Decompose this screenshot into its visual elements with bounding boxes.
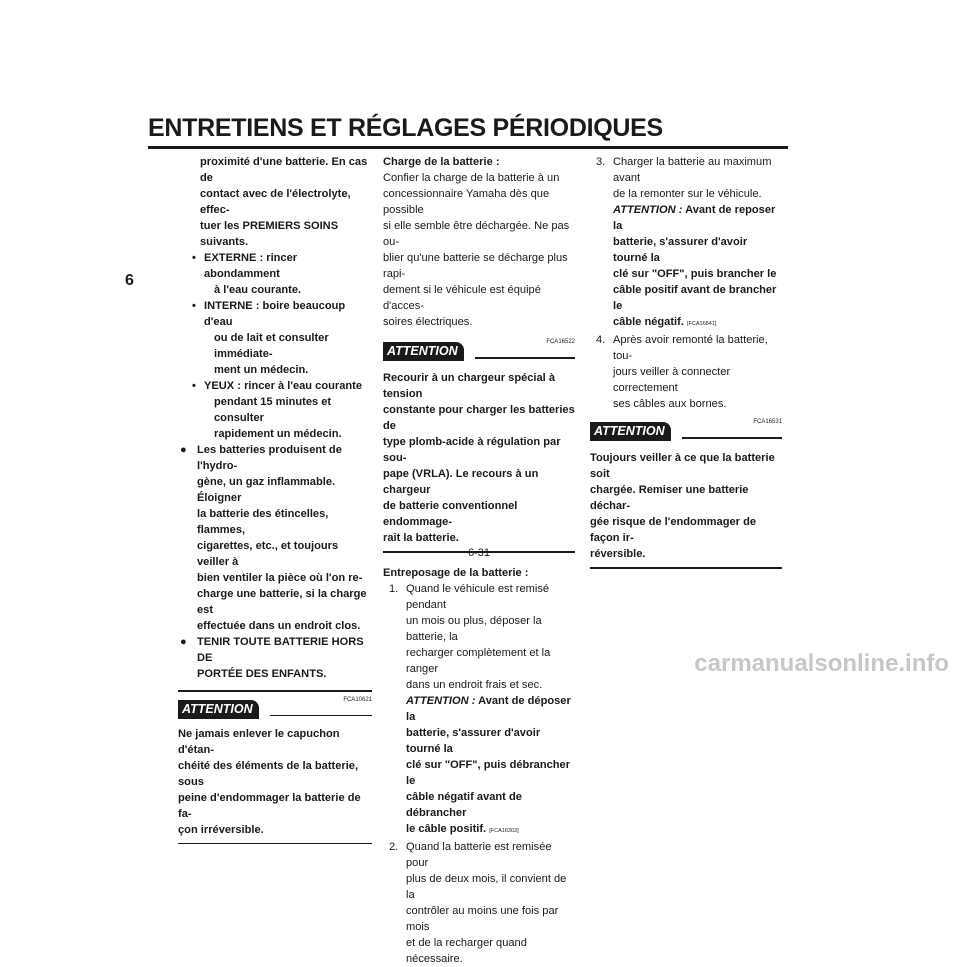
bullet-hydrogen: ● Les batteries produisent de l'hydro- g… — [180, 444, 367, 632]
storage-step-3: 3. Charger la batterie au maximum avant … — [596, 156, 777, 328]
watermark: carmanualsonline.info — [694, 650, 949, 677]
attention-text: Recourir à un chargeur spécial à tension… — [383, 372, 575, 544]
reference-code: [FCA16841] — [687, 321, 717, 327]
attention-code: FCA10621 — [343, 696, 372, 703]
chapter-tab: 6 — [125, 272, 134, 289]
sub-bullet-external: • EXTERNE : rincer abondamment à l'eau c… — [192, 252, 302, 296]
notice-bottom-rule — [383, 551, 575, 553]
bullet-icon: • — [192, 252, 196, 264]
storage-step-2: 2. Quand la batterie est remisée pour pl… — [389, 840, 567, 965]
charge-paragraph: Confier la charge de la batterie à un co… — [383, 172, 570, 328]
column-1: proximité d'une batterie. En cas de cont… — [178, 154, 372, 844]
page-title: ENTRETIENS ET RÉGLAGES PÉRIODIQUES — [148, 114, 663, 142]
attention-header: ATTENTION FCA16531 — [590, 419, 782, 444]
intro-paragraph: proximité d'une batterie. En cas de cont… — [200, 156, 368, 248]
attention-code: FCA16531 — [753, 419, 782, 425]
inline-attention-label: ATTENTION : — [406, 694, 476, 707]
storage-heading: Entreposage de la batterie : — [383, 566, 529, 579]
attention-label: ATTENTION — [383, 342, 464, 361]
storage-step-1: 1. Quand le véhicule est remisé pendant … — [389, 582, 571, 835]
bullet-icon: ● — [180, 636, 187, 648]
attention-code: FCA16522 — [546, 339, 575, 345]
attention-header: ATTENTION FCA16522 — [383, 339, 575, 364]
title-rule — [148, 146, 788, 149]
attention-text: Toujours veiller à ce que la batterie so… — [590, 452, 775, 560]
sub-bullet-eyes: • YEUX : rincer à l'eau courante pendant… — [192, 380, 363, 440]
bullet-icon: ● — [180, 444, 187, 456]
bullet-children: ● TENIR TOUTE BATTERIE HORS DE PORTÉE DE… — [180, 636, 364, 680]
column-2: Charge de la batterie : Confier la charg… — [383, 154, 575, 967]
charge-heading: Charge de la batterie : — [383, 156, 500, 168]
sub-bullet-internal: • INTERNE : boire beaucoup d'eau ou de l… — [192, 300, 346, 376]
notice-bottom-rule — [590, 567, 782, 569]
storage-step-4: 4. Après avoir remonté la batterie, tou-… — [596, 334, 768, 410]
attention-label: ATTENTION — [178, 699, 259, 719]
attention-label: ATTENTION — [590, 422, 671, 441]
page-number: 6-31 — [468, 547, 491, 559]
attention-text: Ne jamais enlever le capuchon d'étan- ch… — [178, 727, 361, 836]
attention-header: ATTENTION FCA10621 — [178, 697, 372, 722]
bullet-icon: • — [192, 380, 196, 392]
notice-bottom-rule — [178, 842, 372, 844]
bullet-icon: • — [192, 300, 196, 312]
inline-attention-label: ATTENTION : — [613, 204, 683, 216]
reference-code: [FCA16303] — [489, 827, 519, 834]
column-3: 3. Charger la batterie au maximum avant … — [590, 154, 782, 569]
